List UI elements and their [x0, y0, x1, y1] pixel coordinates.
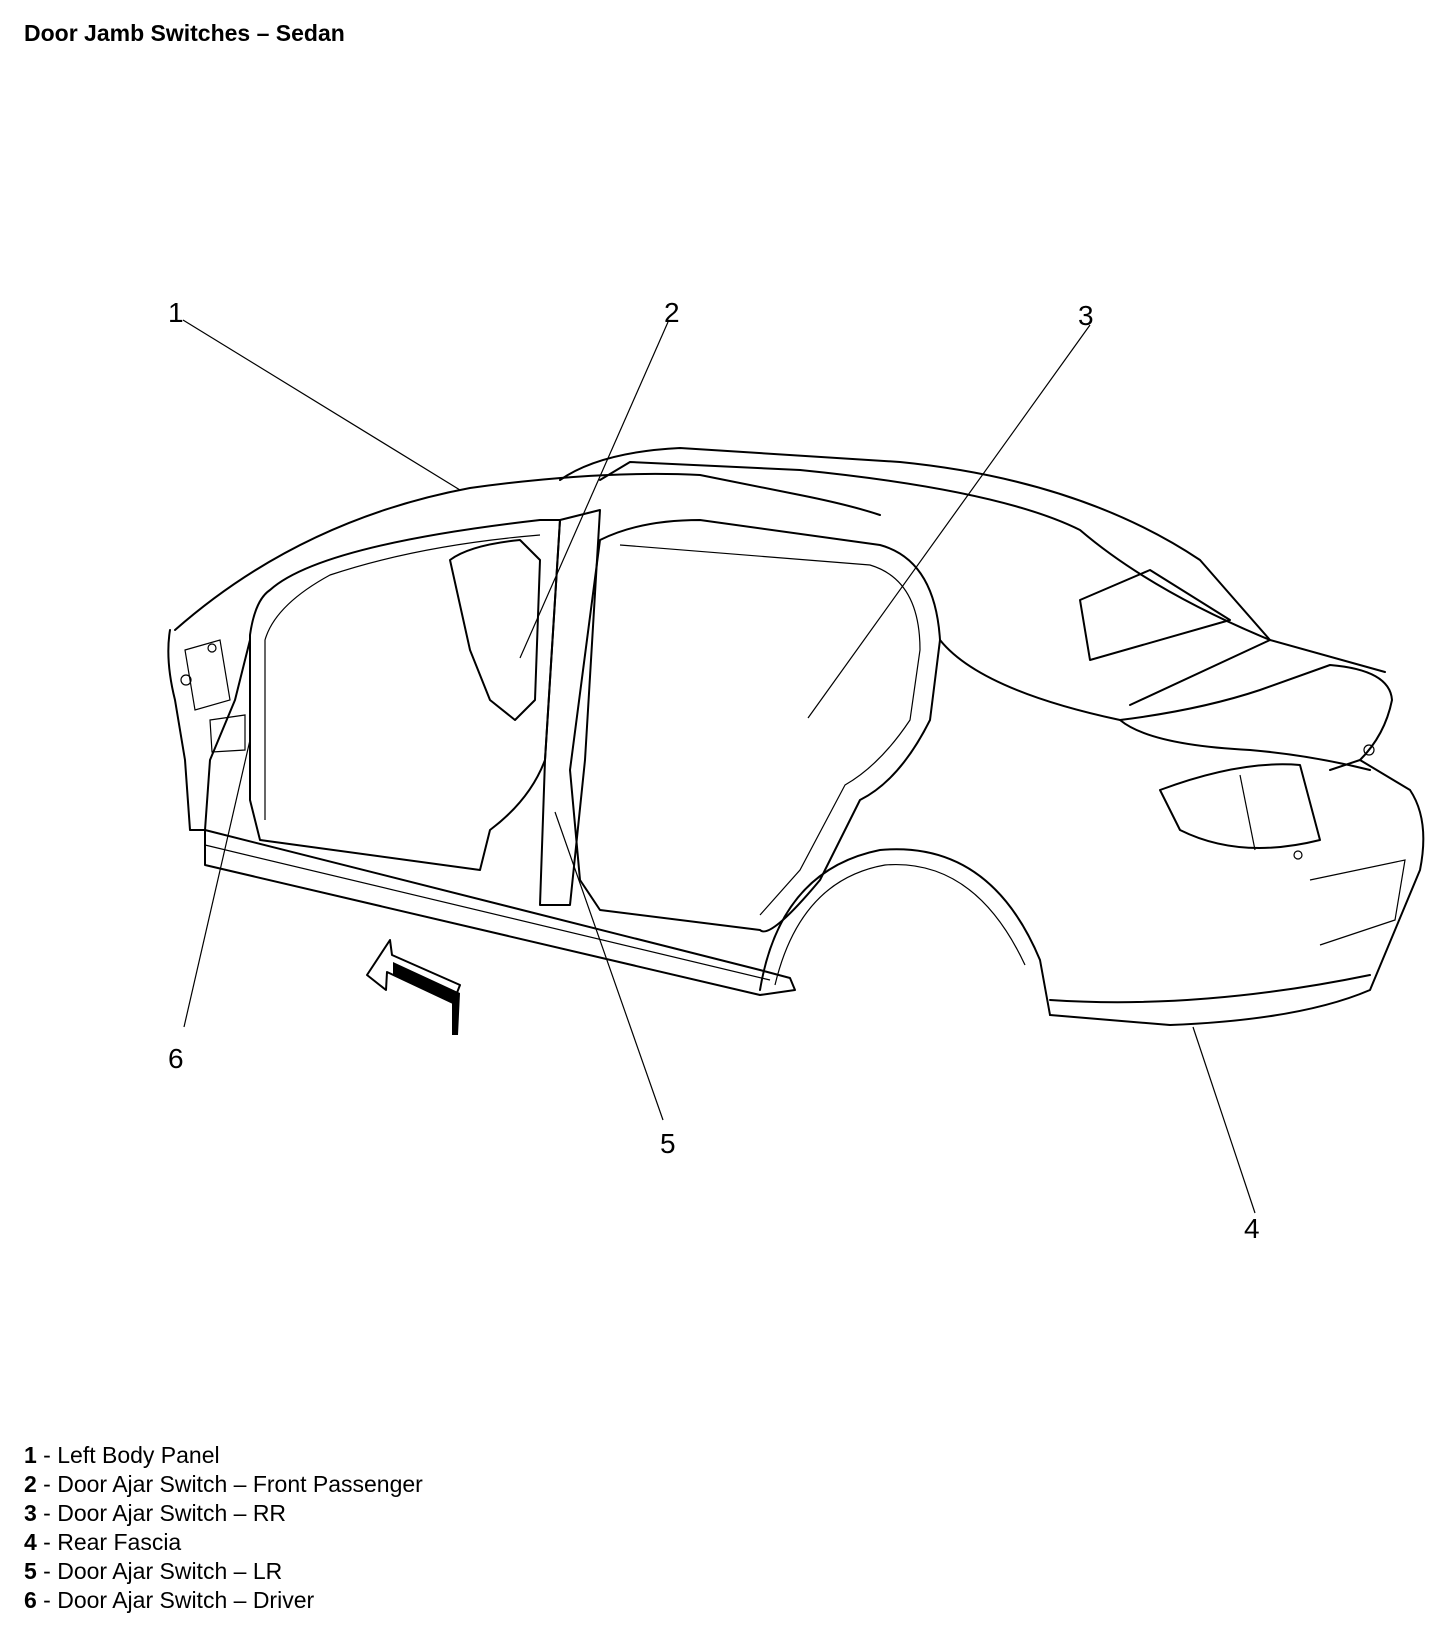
callout-2: 2 — [664, 297, 680, 328]
car-body-outline — [167, 447, 1425, 1026]
callout-5: 5 — [660, 1128, 676, 1159]
leader-lines — [182, 319, 1256, 1214]
legend-item: 2 - Door Ajar Switch – Front Passenger — [24, 1471, 423, 1497]
legend-item: 6 - Door Ajar Switch – Driver — [24, 1587, 315, 1613]
legend-item: 4 - Rear Fascia — [24, 1529, 182, 1555]
callout-3: 3 — [1078, 300, 1094, 331]
callout-4: 4 — [1244, 1213, 1260, 1244]
legend-item: 1 - Left Body Panel — [24, 1442, 220, 1468]
callout-6: 6 — [168, 1043, 184, 1074]
callout-1: 1 — [168, 297, 184, 328]
legend-item: 5 - Door Ajar Switch – LR — [24, 1558, 283, 1584]
legend-item: 3 - Door Ajar Switch – RR — [24, 1500, 287, 1526]
page-title: Door Jamb Switches – Sedan — [24, 20, 345, 46]
direction-arrow — [366, 939, 461, 1035]
legend: 1 - Left Body Panel 2 - Door Ajar Switch… — [24, 1441, 423, 1615]
